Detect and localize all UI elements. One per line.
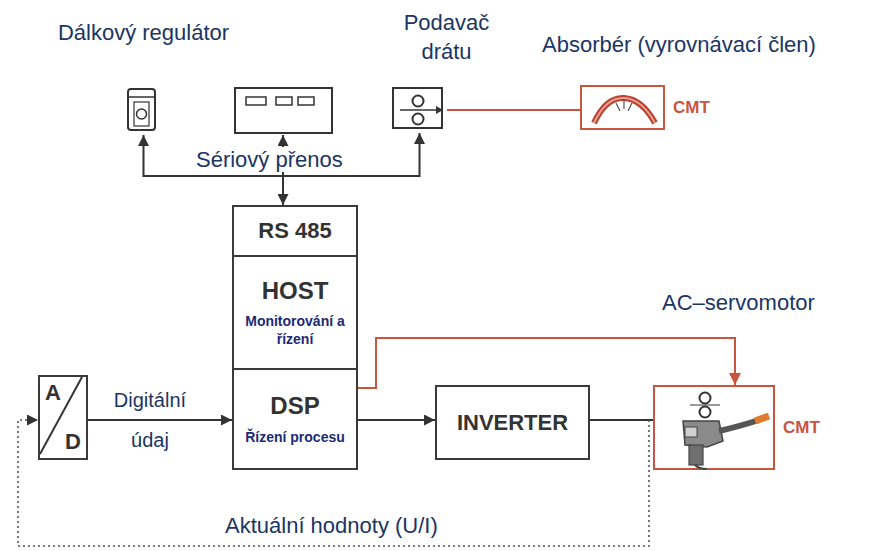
wire-direction bbox=[400, 109, 436, 111]
buffer-hose-highlight bbox=[594, 98, 655, 123]
torch-illustration bbox=[655, 387, 777, 472]
device-label: Podavač drátu bbox=[392, 9, 502, 66]
buffer-hose bbox=[594, 98, 655, 123]
remote-housing bbox=[128, 89, 155, 130]
feeder-housing bbox=[393, 88, 442, 128]
box-description: Monitorování a řízení bbox=[245, 312, 345, 348]
control-unit-display bbox=[246, 97, 266, 105]
box-title: INVERTER bbox=[457, 410, 568, 435]
wire-path bbox=[690, 404, 720, 405]
control-unit-display bbox=[298, 97, 314, 105]
wire-feeder: Podavač drátu bbox=[392, 87, 447, 133]
brand-label: CMT bbox=[673, 98, 710, 118]
buffer-detail bbox=[616, 100, 632, 111]
connector-label: Digitální údaj bbox=[105, 380, 195, 460]
connector bbox=[88, 419, 232, 421]
remote-band bbox=[128, 96, 155, 98]
drive-roll bbox=[413, 114, 424, 125]
converter-letter: D bbox=[65, 430, 81, 454]
control-unit-icon bbox=[235, 88, 332, 133]
connector bbox=[358, 338, 735, 388]
box-title: HOST bbox=[262, 277, 329, 305]
connector-label: AC–servomotor bbox=[662, 290, 815, 315]
connector-label: Aktuální hodnoty (U/I) bbox=[225, 513, 438, 538]
box-title: DSP bbox=[270, 392, 319, 420]
inverter-box: INVERTER bbox=[435, 385, 590, 460]
control-unit-display bbox=[276, 97, 292, 105]
welding-torch: CMT bbox=[653, 385, 775, 470]
connector bbox=[358, 419, 435, 421]
host-box: HOST Monitorování a řízení bbox=[232, 255, 358, 370]
drive-roll bbox=[413, 96, 424, 107]
torch-cable bbox=[695, 465, 707, 469]
box-description: Řízení procesu bbox=[245, 428, 345, 446]
device-label: Absorbér (vyrovnávací člen) bbox=[542, 32, 816, 58]
brand-label: CMT bbox=[783, 418, 820, 438]
drive-roll bbox=[700, 407, 711, 418]
remote-panel bbox=[134, 102, 149, 126]
connector-group bbox=[18, 110, 735, 546]
box-title: RS 485 bbox=[258, 218, 331, 243]
control-unit-housing bbox=[235, 88, 332, 133]
ad-converter: AD bbox=[38, 375, 88, 460]
torch-body bbox=[683, 421, 723, 447]
drive-roll bbox=[700, 393, 711, 404]
connector bbox=[447, 109, 580, 111]
absorber-illustration bbox=[582, 87, 667, 132]
remote-knob bbox=[137, 109, 147, 119]
torch-motor bbox=[685, 427, 697, 437]
remote-control: Dálkový regulátor bbox=[127, 88, 160, 135]
remote-illustration bbox=[127, 88, 160, 135]
converter-diagonal bbox=[40, 377, 82, 454]
device-label: Dálkový regulátor bbox=[58, 20, 229, 46]
connector bbox=[590, 419, 653, 421]
wire-direction-head bbox=[436, 106, 443, 114]
bus-label: Sériový přenos bbox=[193, 147, 346, 172]
torch-nozzle bbox=[755, 416, 769, 421]
interface-box: RS 485 bbox=[232, 205, 358, 257]
buffer-box: Absorbér (vyrovnávací člen)CMT bbox=[580, 85, 665, 130]
torch-neck bbox=[719, 420, 759, 431]
feeder-illustration bbox=[392, 87, 447, 133]
torch-handle bbox=[689, 445, 703, 465]
dsp-box: DSP Řízení procesu bbox=[232, 368, 358, 470]
converter-letter: A bbox=[45, 381, 61, 405]
